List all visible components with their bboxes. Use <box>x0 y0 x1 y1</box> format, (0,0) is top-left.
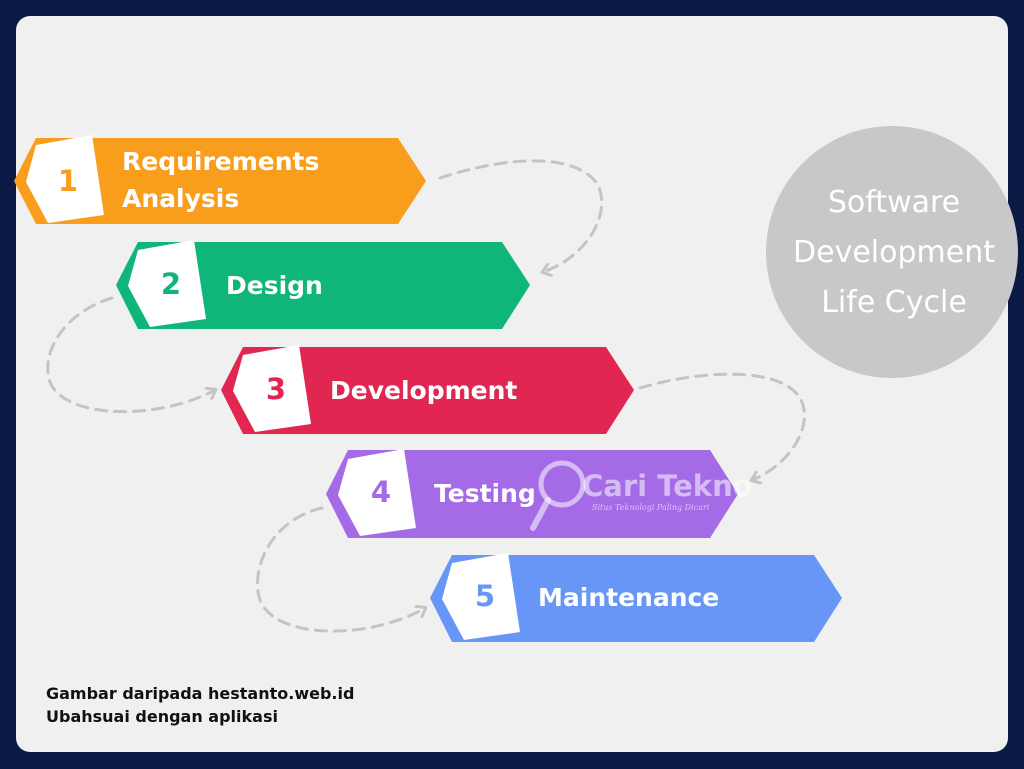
step-5-banner <box>430 555 842 642</box>
cycle-badge: Software Development Life Cycle <box>766 126 1018 378</box>
cycle-line-2: Development <box>793 235 995 270</box>
cycle-circle <box>766 126 1018 378</box>
step-4-badge <box>338 449 416 536</box>
step-5-badge <box>442 553 520 640</box>
cycle-line-3: Life Cycle <box>821 285 967 320</box>
step-3: 3 Development <box>221 345 634 434</box>
step-2-banner <box>116 242 530 329</box>
connector-1-to-2 <box>438 159 604 272</box>
connectors <box>46 159 806 633</box>
step-3-banner <box>221 347 634 434</box>
step-4-number: 4 <box>371 475 391 509</box>
step-3-number: 3 <box>266 372 286 406</box>
step-2-badge <box>128 240 206 327</box>
watermark-subtitle: Situs Teknologi Paling Dicari <box>592 503 710 512</box>
connector-3-to-4 <box>638 372 806 480</box>
connector-4-to-5 <box>256 506 425 633</box>
step-3-badge <box>233 345 311 432</box>
step-5-label: Maintenance <box>538 583 719 612</box>
credit-line-2: Ubahsuai dengan aplikasi <box>46 707 278 726</box>
cycle-line-1: Software <box>828 185 960 220</box>
step-5-number: 5 <box>475 579 495 613</box>
step-2-label: Design <box>226 271 323 300</box>
connector-2-to-3 <box>46 296 215 414</box>
step-1: 1 Requirements Analysis <box>14 135 426 224</box>
step-1-number: 1 <box>58 164 78 198</box>
credit-line-1: Gambar daripada hestanto.web.id <box>46 684 355 703</box>
step-4-banner <box>326 450 738 538</box>
step-1-banner <box>14 138 426 224</box>
magnifier-handle <box>530 497 551 531</box>
step-5: 5 Maintenance <box>430 553 842 642</box>
step-3-label: Development <box>330 376 517 405</box>
step-1-label-line-1: Requirements <box>122 147 319 176</box>
step-2-number: 2 <box>161 267 181 301</box>
image-credit: Gambar daripada hestanto.web.id Ubahsuai… <box>46 682 354 728</box>
magnifier-icon <box>538 460 586 508</box>
watermark-logo: Cari Tekno Situs Teknologi Paling Dicari <box>530 460 753 531</box>
step-4: 4 Testing <box>326 449 738 538</box>
step-2: 2 Design <box>116 240 530 329</box>
watermark-title: Cari Tekno <box>582 469 753 503</box>
step-1-badge <box>26 135 104 223</box>
step-1-label-line-2: Analysis <box>122 184 239 213</box>
step-4-label: Testing <box>434 479 536 508</box>
